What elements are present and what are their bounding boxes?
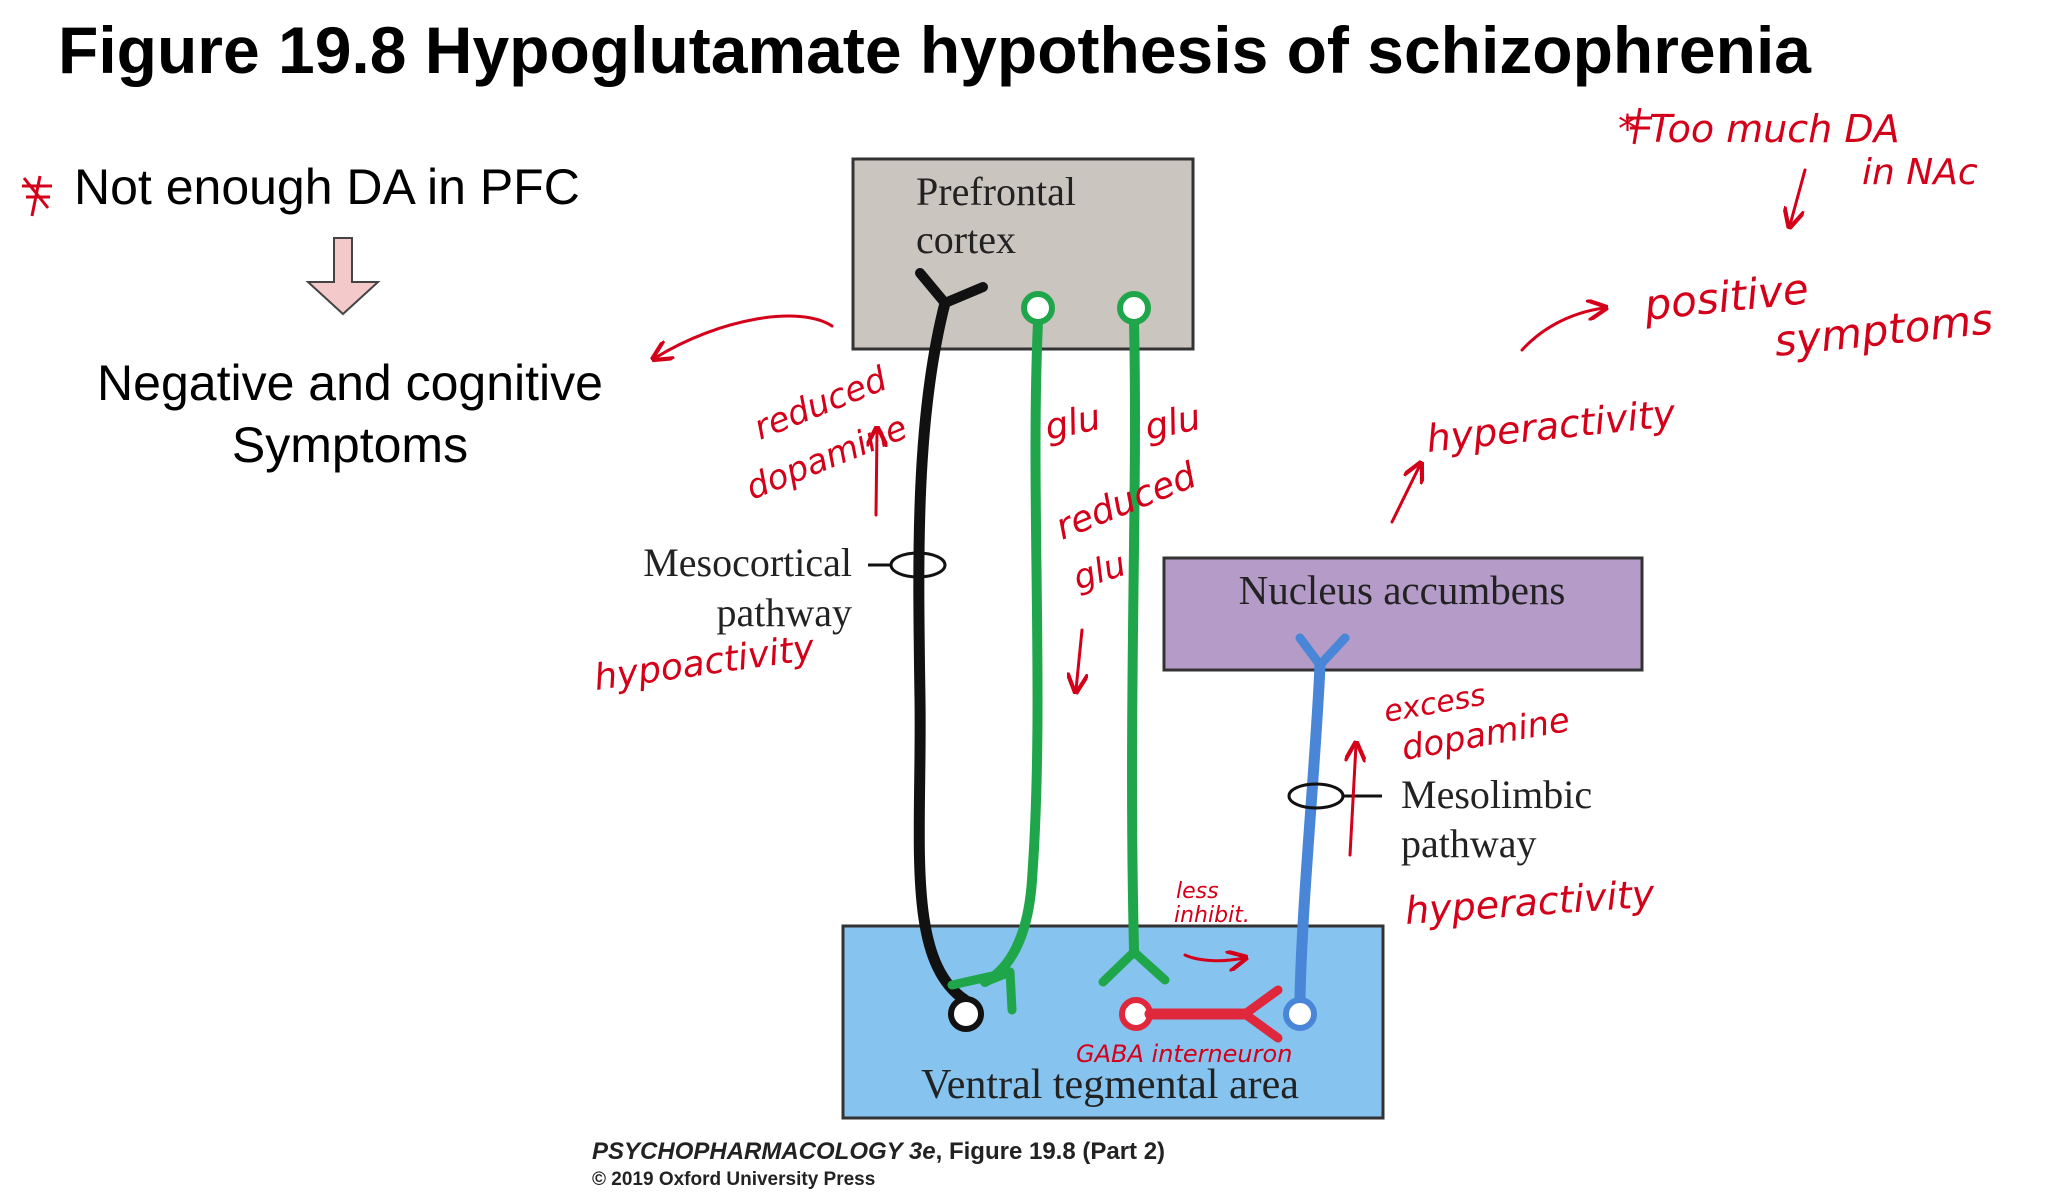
credit-book: PSYCHOPHARMACOLOGY 3e — [592, 1138, 936, 1165]
mesolimbic-label-2: pathway — [1401, 821, 1537, 866]
prefrontal-label-1: Prefrontal — [916, 169, 1076, 214]
arrow-positive-icon — [1520, 308, 1604, 352]
nucleus-accumbens-box — [1162, 556, 1644, 672]
mesocortical-pathway — [913, 268, 988, 1032]
arrow-reduced-glu-icon — [1076, 628, 1082, 690]
symptoms-text: Negative and cognitive Symptoms — [60, 354, 640, 474]
annotation-too-much-da-2: in NAc — [1862, 152, 1978, 193]
arrow-excess-dopamine-icon — [1350, 745, 1356, 857]
symptoms-line-2: Symptoms — [231, 417, 469, 473]
mesocortical-label-1: Mesocortical — [643, 540, 852, 585]
mesolimbic-pathway — [1283, 633, 1350, 1031]
star-marker-right-icon — [1626, 107, 1652, 145]
annotation-gaba-interneuron: GABA interneuron — [1076, 1040, 1292, 1068]
arrow-less-inhibit-icon — [1183, 955, 1244, 961]
gaba-interneuron — [1119, 985, 1283, 1043]
prefrontal-label-2: cortex — [916, 217, 1016, 262]
annotation-glu-1: glu — [1041, 397, 1104, 449]
annotation-hyperactivity-top: hyperactivity — [1424, 391, 1678, 461]
credit-copyright: © 2019 Oxford University Press — [592, 1169, 876, 1190]
annotation-less-inhibit-1: less — [1176, 879, 1219, 904]
slide-title: Figure 19.8 Hypoglutamate hypothesis of … — [58, 13, 1811, 87]
statement-text: Not enough DA in PFC — [74, 159, 580, 215]
arrow-to-symptoms-icon — [655, 314, 834, 358]
symptoms-line-1: Negative and cognitive — [97, 355, 603, 411]
glutamate-pathway-1 — [947, 291, 1055, 1015]
annotation-hypoactivity: hypoactivity — [592, 627, 818, 699]
annotation-reduced-glu-2: glu — [1068, 544, 1130, 598]
arrow-too-much-icon — [1790, 168, 1807, 225]
annotation-less-inhibit-2: inhibit. — [1174, 903, 1250, 928]
down-arrow-icon — [305, 237, 381, 316]
nucleus-accumbens-label: Nucleus accumbens — [1239, 567, 1566, 613]
vta-label: Ventral tegmental area — [921, 1062, 1299, 1108]
figure-credit: PSYCHOPHARMACOLOGY 3e, Figure 19.8 (Part… — [592, 1138, 1165, 1191]
annotation-too-much-da-1: * Too much DA — [1618, 107, 1900, 151]
arrow-reduced-dopamine-icon — [876, 430, 877, 517]
star-marker-icon — [22, 175, 52, 217]
arrow-hyperactivity-up-icon — [1390, 465, 1420, 524]
mesolimbic-label-1: Mesolimbic — [1401, 772, 1592, 817]
credit-figure: , Figure 19.8 (Part 2) — [935, 1138, 1166, 1165]
mesocortical-label-2: pathway — [716, 590, 852, 635]
annotation-hyperactivity-bottom: hyperactivity — [1404, 872, 1657, 933]
glutamate-pathway-2 — [1098, 291, 1170, 987]
annotation-reduced-glu-1: reduced — [1050, 455, 1203, 549]
annotation-glu-2: glu — [1141, 397, 1204, 449]
